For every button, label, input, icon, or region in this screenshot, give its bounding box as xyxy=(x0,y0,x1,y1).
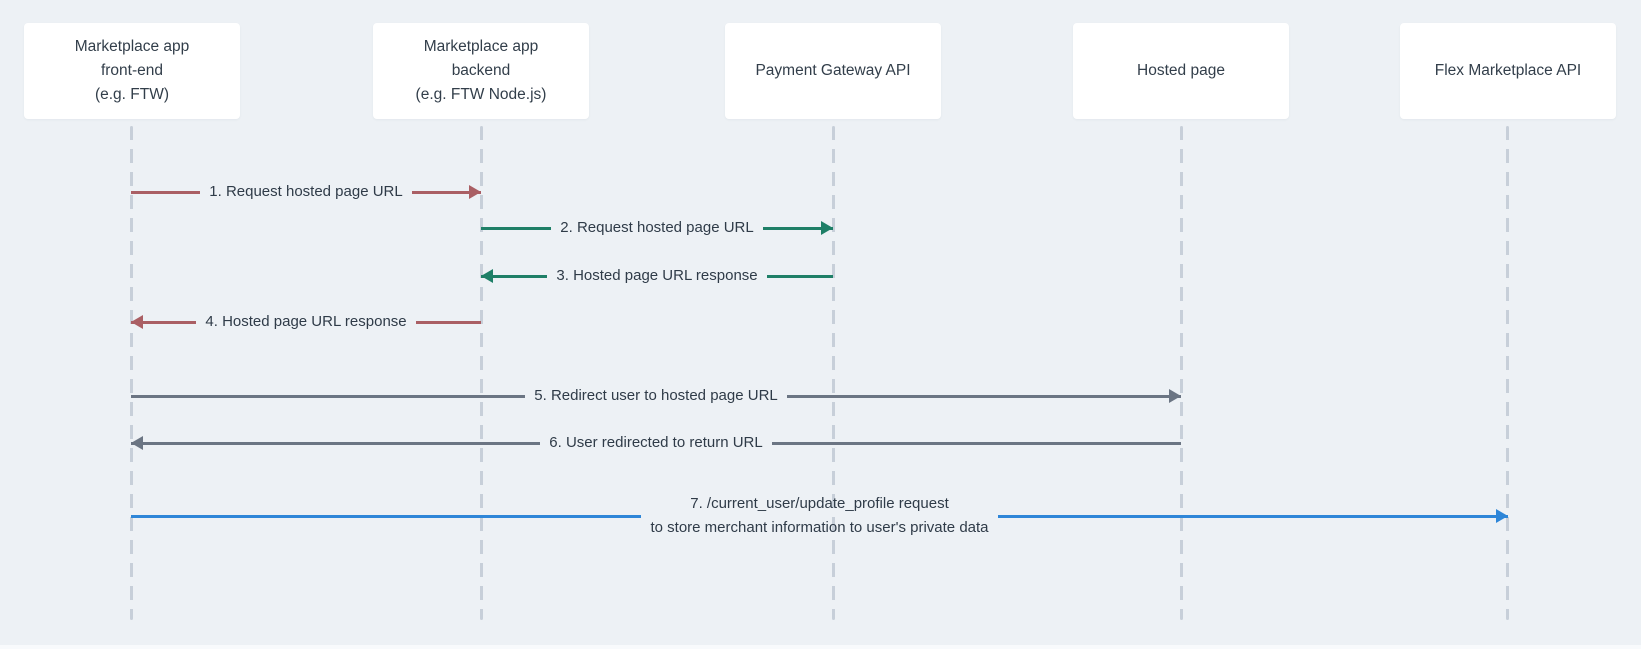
arrowhead-right-icon xyxy=(1169,389,1181,403)
lifeline-marketplace-frontend xyxy=(130,126,133,620)
message-label: 1. Request hosted page URL xyxy=(209,183,403,200)
message-line xyxy=(771,441,1182,445)
arrowhead-left-icon xyxy=(131,436,143,450)
message-2-request-hosted-page-url: 2. Request hosted page URL xyxy=(481,216,833,240)
arrowhead-left-icon xyxy=(131,315,143,329)
message-label: 3. Hosted page URL response xyxy=(556,267,758,284)
message-4-hosted-page-url-response: 4. Hosted page URL response xyxy=(131,310,482,334)
message-line xyxy=(481,274,548,278)
participant-marketplace-backend: Marketplace app backend (e.g. FTW Node.j… xyxy=(373,23,589,119)
message-line xyxy=(131,441,541,445)
message-3-hosted-page-url-response: 3. Hosted page URL response xyxy=(481,264,834,288)
message-label: 7. /current_user/update_profile request … xyxy=(650,495,989,536)
lifeline-payment-gateway-api xyxy=(832,126,835,620)
message-line xyxy=(131,514,642,518)
participant-marketplace-frontend: Marketplace app front-end (e.g. FTW) xyxy=(24,23,240,119)
arrowhead-right-icon xyxy=(1496,509,1508,523)
message-label: 2. Request hosted page URL xyxy=(560,219,754,236)
message-6-user-redirected-to-return-url: 6. User redirected to return URL xyxy=(131,431,1182,455)
message-line xyxy=(415,320,482,324)
message-5-redirect-user-to-hosted-page: 5. Redirect user to hosted page URL xyxy=(131,384,1182,408)
participant-payment-gateway-api: Payment Gateway API xyxy=(725,23,941,119)
message-line xyxy=(131,190,201,194)
arrowhead-right-icon xyxy=(469,185,481,199)
page-bottom-edge xyxy=(0,645,1641,649)
message-label: 6. User redirected to return URL xyxy=(549,434,763,451)
lifeline-flex-marketplace-api xyxy=(1506,126,1509,620)
message-label: 5. Redirect user to hosted page URL xyxy=(534,387,778,404)
lifeline-hosted-page xyxy=(1180,126,1183,620)
message-line xyxy=(131,394,526,398)
message-label: 4. Hosted page URL response xyxy=(205,313,407,330)
participant-flex-marketplace-api: Flex Marketplace API xyxy=(1400,23,1616,119)
message-line xyxy=(766,274,834,278)
message-7-update-profile-request: 7. /current_user/update_profile request … xyxy=(131,492,1508,540)
message-line xyxy=(997,514,1508,518)
message-line xyxy=(762,226,833,230)
message-line xyxy=(411,190,481,194)
message-line xyxy=(481,226,552,230)
message-1-request-hosted-page-url: 1. Request hosted page URL xyxy=(131,180,481,204)
lifeline-marketplace-backend xyxy=(480,126,483,620)
message-line xyxy=(131,320,197,324)
message-line xyxy=(786,394,1182,398)
arrowhead-left-icon xyxy=(481,269,493,283)
arrowhead-right-icon xyxy=(821,221,833,235)
participant-hosted-page: Hosted page xyxy=(1073,23,1289,119)
